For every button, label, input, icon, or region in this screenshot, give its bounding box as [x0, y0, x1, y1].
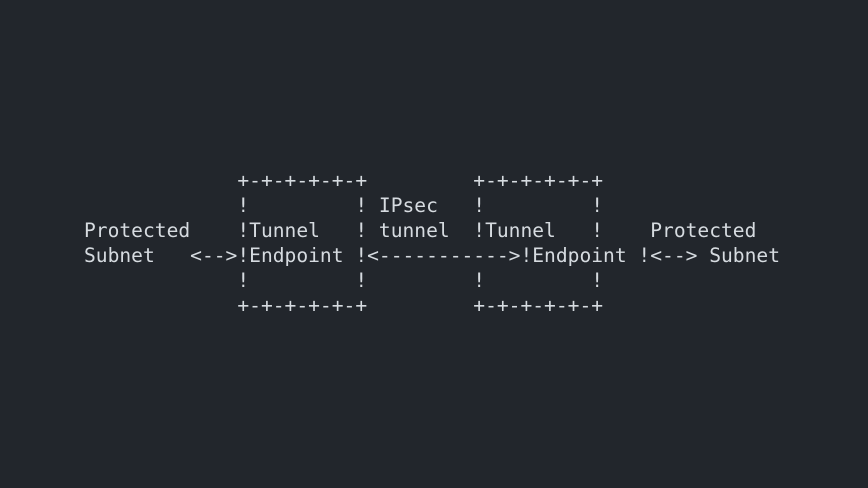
- ascii-diagram-ipsec-tunnel: +-+-+-+-+-+ +-+-+-+-+-+ ! ! IPsec ! ! Pr…: [84, 169, 780, 318]
